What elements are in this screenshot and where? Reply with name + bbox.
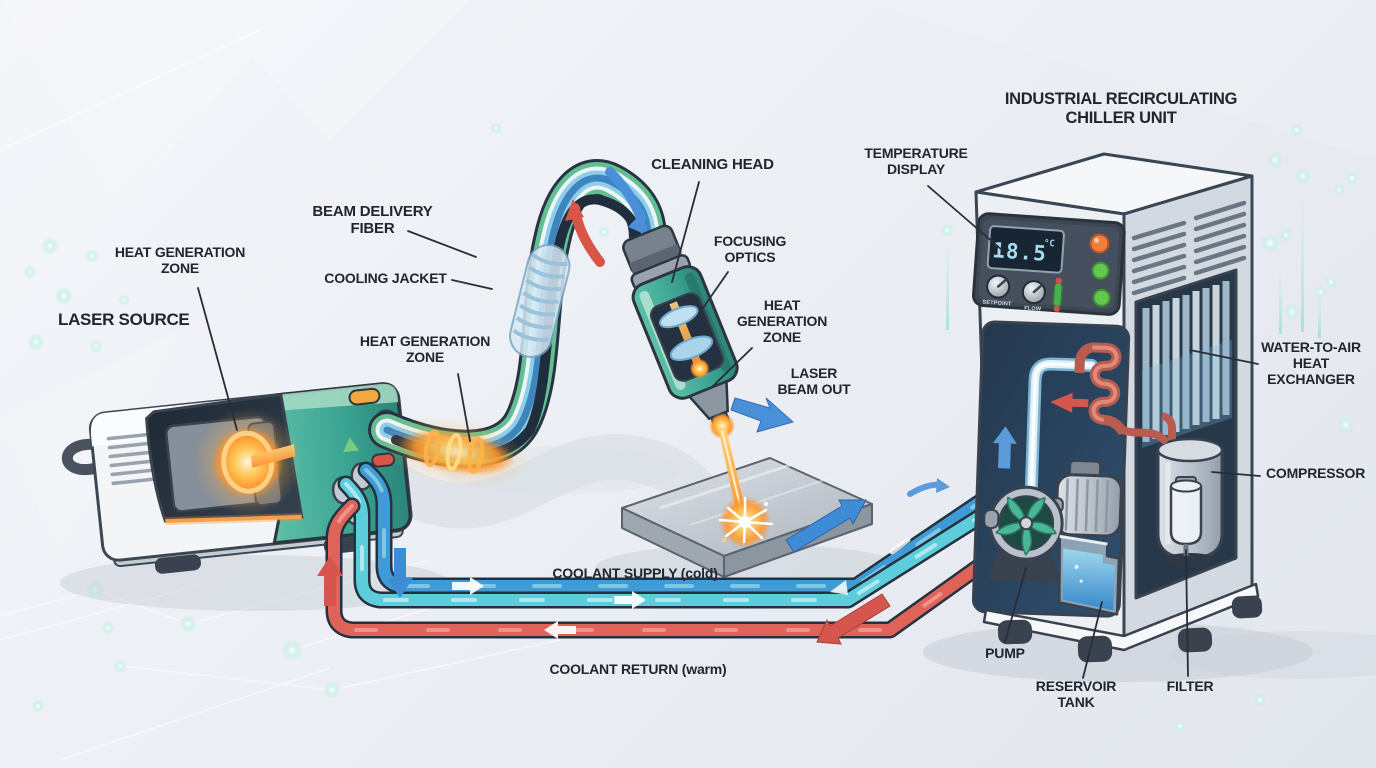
label-coolant-return: COOLANT RETURN (warm) xyxy=(549,661,727,677)
chiller-side-cutaway xyxy=(1134,268,1238,600)
supply-down-arrow xyxy=(387,548,413,598)
status-light-2 xyxy=(1092,288,1111,307)
chiller-front-cutaway xyxy=(971,320,1131,618)
beam-spark xyxy=(718,496,774,548)
supply-arrow-to-chiller xyxy=(785,499,867,553)
label-heat-generation-zone-head: HEAT GENERATION ZONE xyxy=(736,297,828,345)
inlet-arrow xyxy=(907,478,950,497)
setpoint-knob-label: SETPOINT xyxy=(982,300,1012,308)
status-light-1 xyxy=(1091,261,1110,280)
fiber-heat-glow xyxy=(379,416,531,488)
refrigerant-connector xyxy=(1118,426,1168,444)
internal-left-arrow xyxy=(1050,392,1089,413)
pump-impeller xyxy=(995,496,1057,556)
chiller-cabinet: 18.5 °C SETPOINT FLOW xyxy=(971,152,1263,663)
laser-source-unit xyxy=(61,382,413,574)
cleaning-head-nozzle xyxy=(687,379,730,421)
label-filter: FILTER xyxy=(1166,678,1214,694)
status-light-power xyxy=(1089,233,1110,254)
circuit-fade-lines xyxy=(946,190,1321,338)
label-compressor: COMPRESSOR xyxy=(1266,465,1366,481)
laser-beam-out-arrow xyxy=(730,397,795,433)
label-water-to-air-heat-exchanger: WATER-TO-AIR HEAT EXCHANGER xyxy=(1261,339,1361,387)
lcd-temperature-value: 18.5 xyxy=(992,238,1048,266)
label-focusing-optics: FOCUSING OPTICS xyxy=(713,233,787,265)
power-indicator xyxy=(348,387,381,406)
label-pump: PUMP xyxy=(985,645,1025,661)
label-cooling-jacket: COOLING JACKET xyxy=(324,270,447,286)
label-cleaning-head: CLEANING HEAD xyxy=(651,156,774,173)
fiber-flow-arrow-red xyxy=(565,199,605,267)
return-up-arrow xyxy=(317,556,343,606)
cooling-jacket-sleeve xyxy=(509,244,571,358)
reservoir-tank-box xyxy=(1058,534,1121,616)
label-laser-beam-out: LASER BEAM OUT xyxy=(777,365,851,397)
label-reservoir-tank: RESERVOIR TANK xyxy=(1035,678,1117,710)
chiller-side-vents xyxy=(1131,200,1247,296)
chiller-internal-supply-pipe xyxy=(1024,357,1099,514)
control-panel: 18.5 °C SETPOINT FLOW xyxy=(972,212,1126,316)
lcd-temperature-unit: °C xyxy=(1043,239,1055,250)
chiller-feet xyxy=(997,595,1263,663)
pump-assembly xyxy=(983,485,1064,583)
label-laser-source: LASER SOURCE xyxy=(58,310,190,329)
cleaning-head-assembly xyxy=(622,224,739,428)
label-temperature-display: TEMPERATURE DISPLAY xyxy=(864,145,968,177)
laser-handle xyxy=(61,438,97,476)
status-led xyxy=(343,437,360,453)
motor xyxy=(1039,459,1123,538)
focusing-lens-2 xyxy=(669,335,714,361)
focusing-lens-1 xyxy=(658,305,699,329)
leader-lines xyxy=(197,181,1261,679)
label-beam-delivery-fiber: BEAM DELIVERY FIBER xyxy=(312,203,433,237)
label-heat-generation-zone-fiber: HEAT GENERATION ZONE xyxy=(359,333,491,365)
nozzle-exit-glow xyxy=(709,413,735,439)
chiller-bottom-rim xyxy=(982,582,1260,652)
fiber-flow-arrow-blue xyxy=(605,167,649,236)
setpoint-knob: SETPOINT xyxy=(982,274,1012,308)
flow-knob-label: FLOW xyxy=(1024,305,1042,312)
internal-up-arrow xyxy=(992,426,1017,469)
flow-knob: FLOW xyxy=(1021,280,1046,313)
indicator-strip xyxy=(1052,277,1064,312)
return-arrow-from-chiller xyxy=(816,593,891,645)
glow-dots xyxy=(23,122,1359,732)
pipe-flow-arrows xyxy=(452,537,911,639)
lcd-display: 18.5 °C xyxy=(986,225,1065,274)
label-chiller-title: INDUSTRIAL RECIRCULATING CHILLER UNIT xyxy=(1004,90,1238,127)
label-coolant-supply: COOLANT SUPPLY (cold) xyxy=(552,565,718,581)
refrigerant-coil xyxy=(1074,342,1128,436)
label-heat-generation-zone-laser: HEAT GENERATION ZONE xyxy=(114,244,246,276)
laser-internal-beam xyxy=(251,444,296,468)
